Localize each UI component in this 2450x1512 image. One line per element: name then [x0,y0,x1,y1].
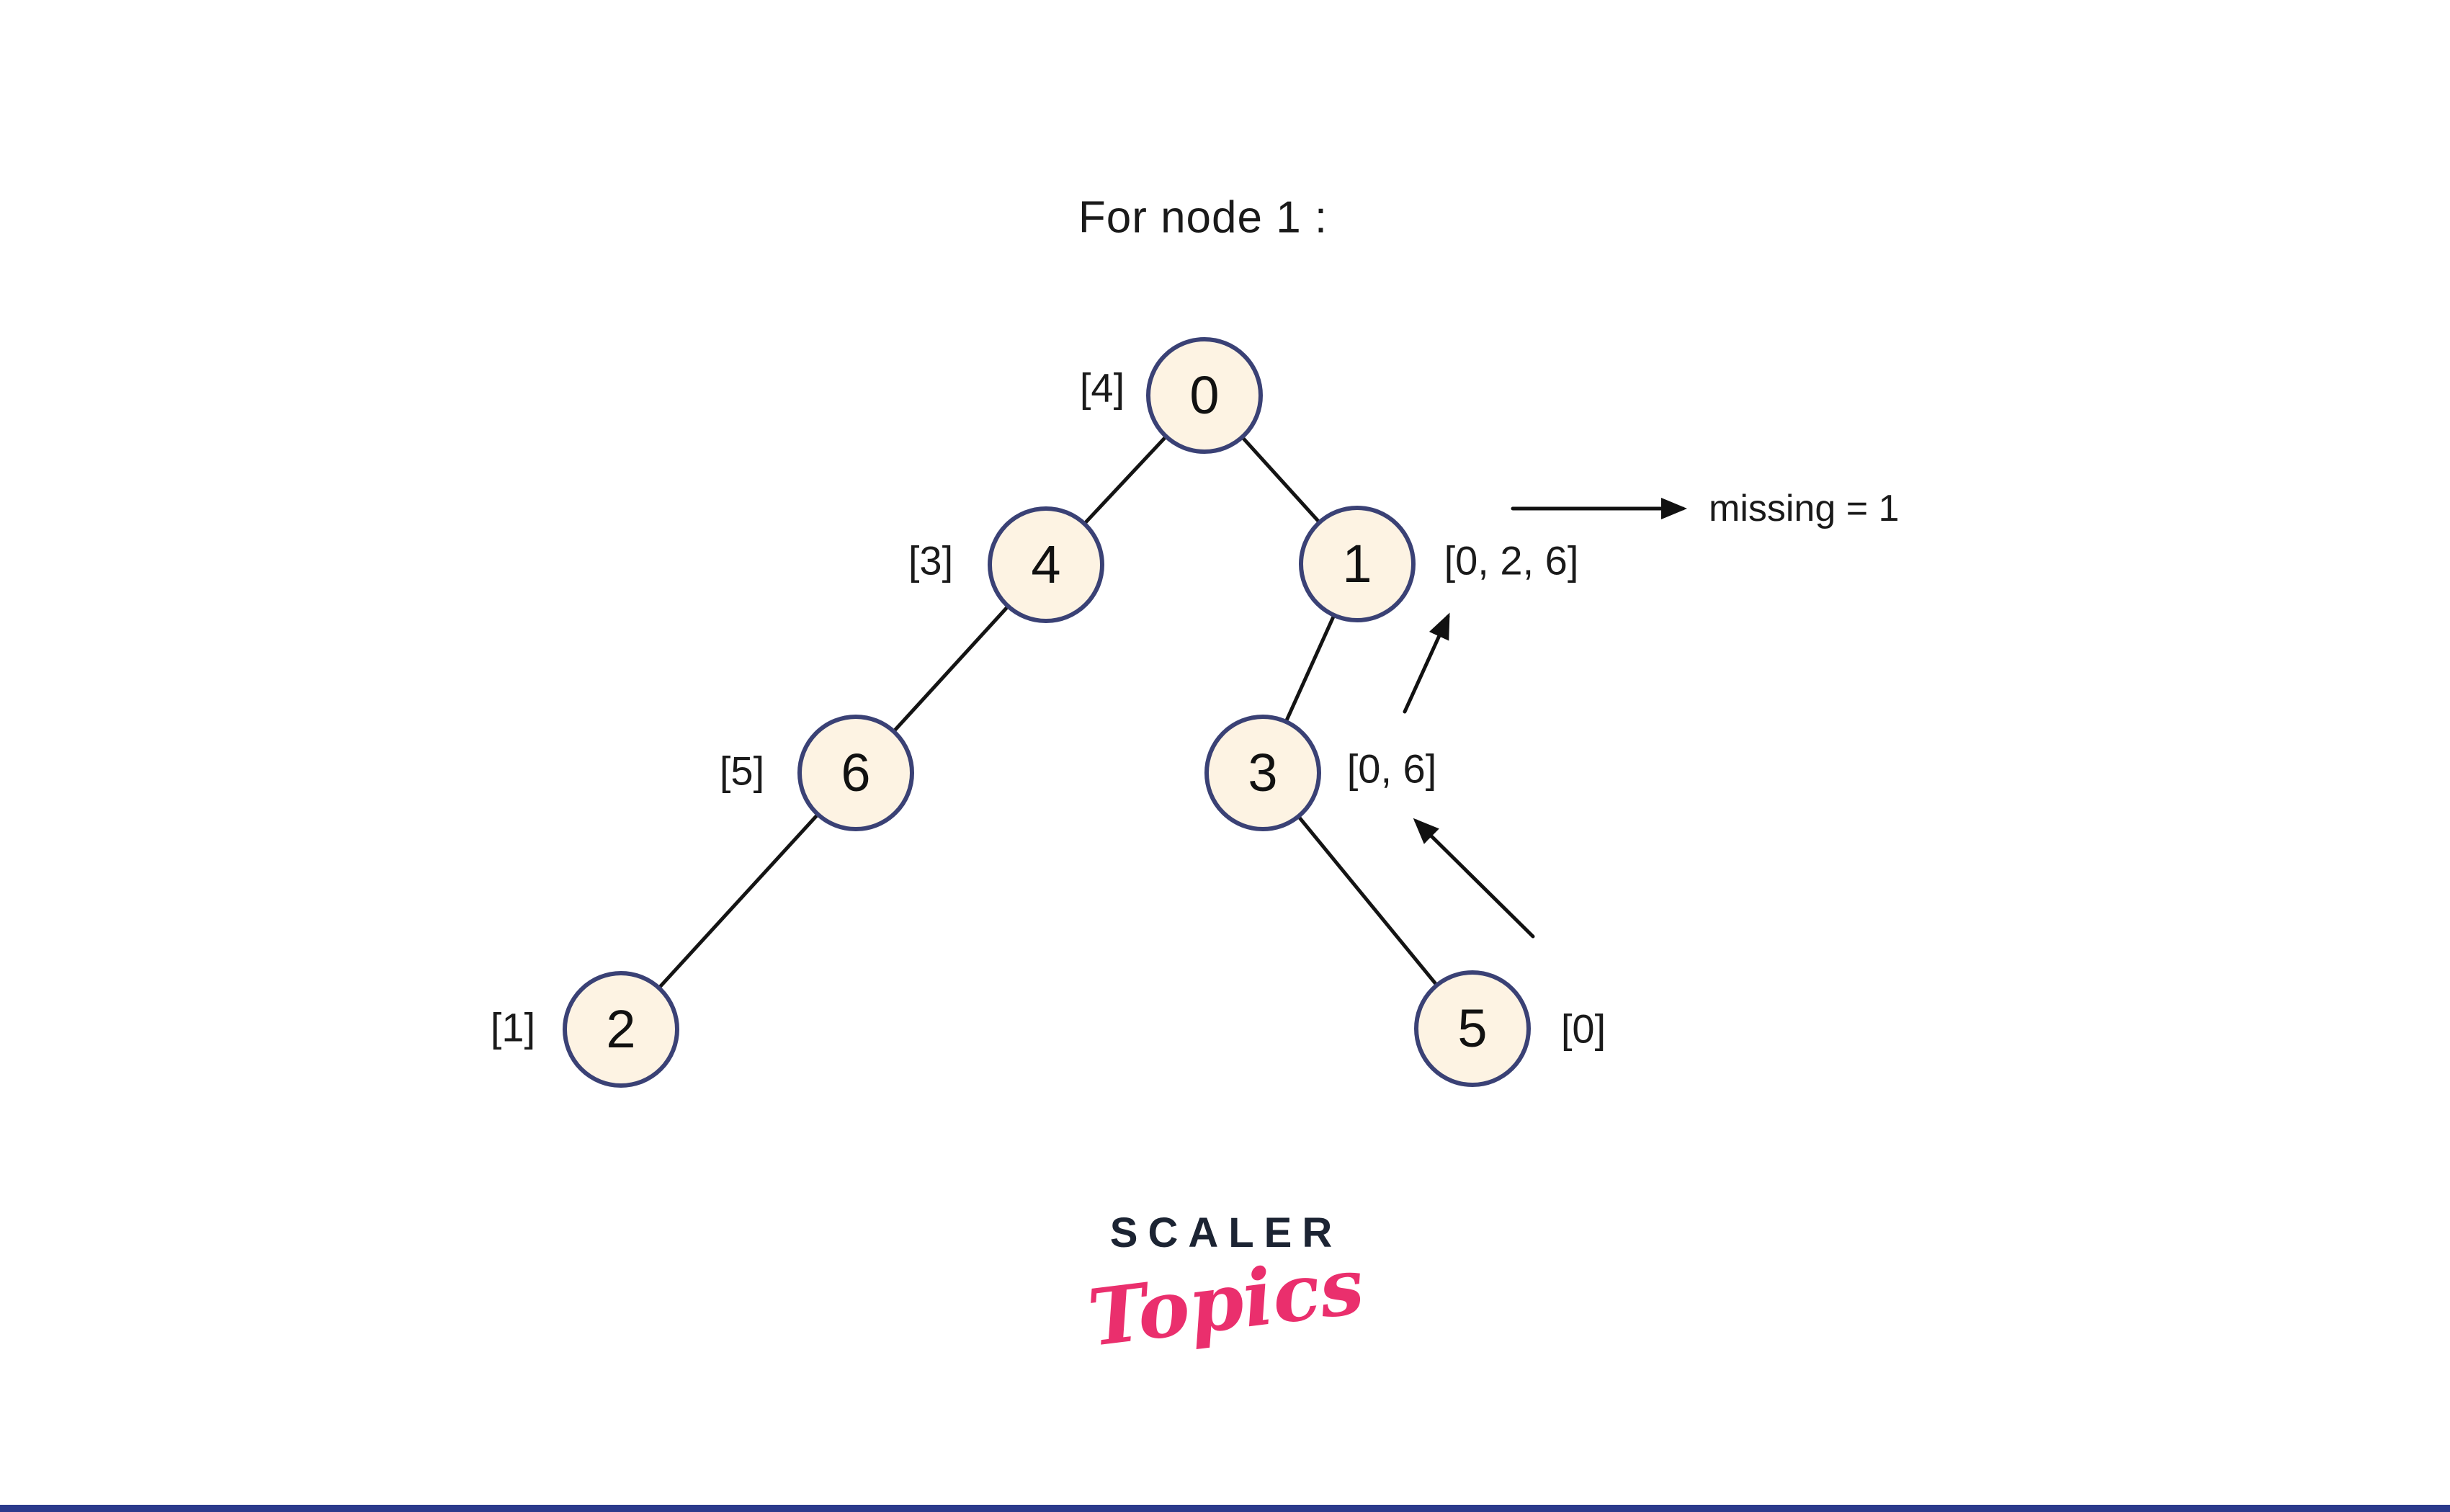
footer-bar [0,1505,2450,1512]
propagate-5-to-3-arrow [1413,818,1535,939]
node-5-list-label: [0] [1560,1006,1606,1052]
node-0-list-label: [4] [1079,364,1125,411]
tree-node-3: 3 [1204,715,1321,831]
tree-node-2: 2 [563,971,679,1088]
tree-node-6: 6 [797,715,914,831]
logo-scaler-text: SCALER [1109,1209,1343,1256]
node-1-list-label: [0, 2, 6] [1444,537,1579,583]
tree-node-0: 0 [1146,337,1263,454]
node-4-list-label: [3] [908,537,954,583]
tree-node-4: 4 [988,506,1104,623]
node-6-list-label: [5] [719,748,765,794]
scaler-topics-logo: SCALER Topics [1083,1209,1369,1364]
logo-topics-text: Topics [1083,1240,1369,1364]
diagram-title: For node 1 : [1078,192,1328,243]
tree-node-1: 1 [1299,506,1416,622]
node-2-list-label: [1] [490,1004,536,1050]
propagate-3-to-1-arrow [1403,612,1450,714]
tree-node-5: 5 [1414,970,1531,1087]
node-3-list-label: [0, 6] [1346,746,1437,792]
missing-annotation: missing = 1 [1709,488,1900,529]
